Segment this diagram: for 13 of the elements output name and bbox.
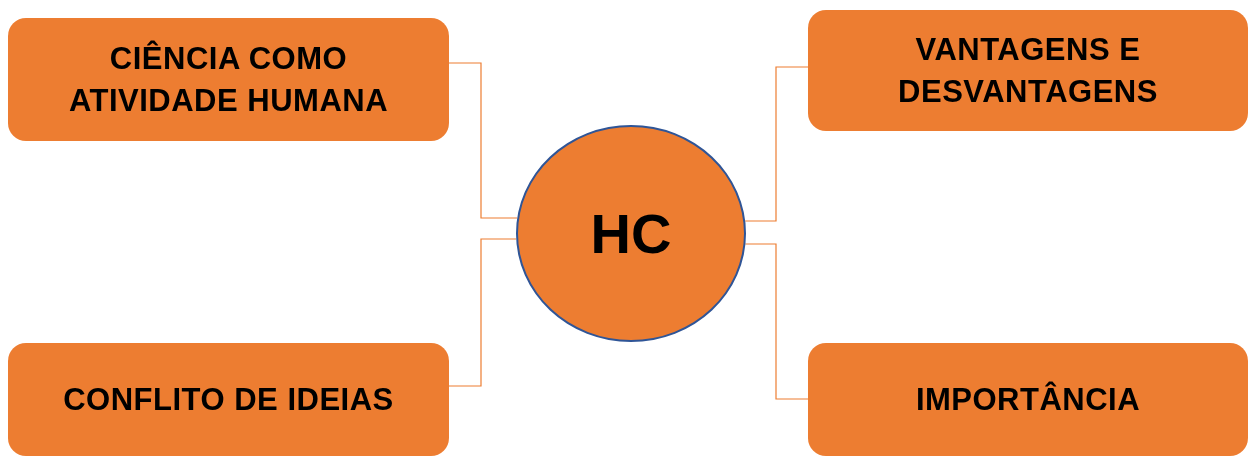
connector-line (744, 243, 809, 400)
node-label: HC (590, 201, 672, 266)
node-label: IMPORTÂNCIA (915, 380, 1141, 419)
node-label: CONFLITO DE IDEIAS (63, 380, 394, 419)
connector-line (448, 62, 518, 219)
connector-line (448, 238, 517, 387)
node-label: CIÊNCIA COMO ATIVIDADE HUMANA (67, 39, 390, 120)
topic-box (8, 343, 449, 456)
topic-box (808, 343, 1248, 456)
connector-line (744, 66, 809, 222)
topic-box (808, 10, 1248, 131)
node-label: VANTAGENS E DESVANTAGENS (897, 30, 1159, 111)
topic-box (8, 18, 449, 141)
